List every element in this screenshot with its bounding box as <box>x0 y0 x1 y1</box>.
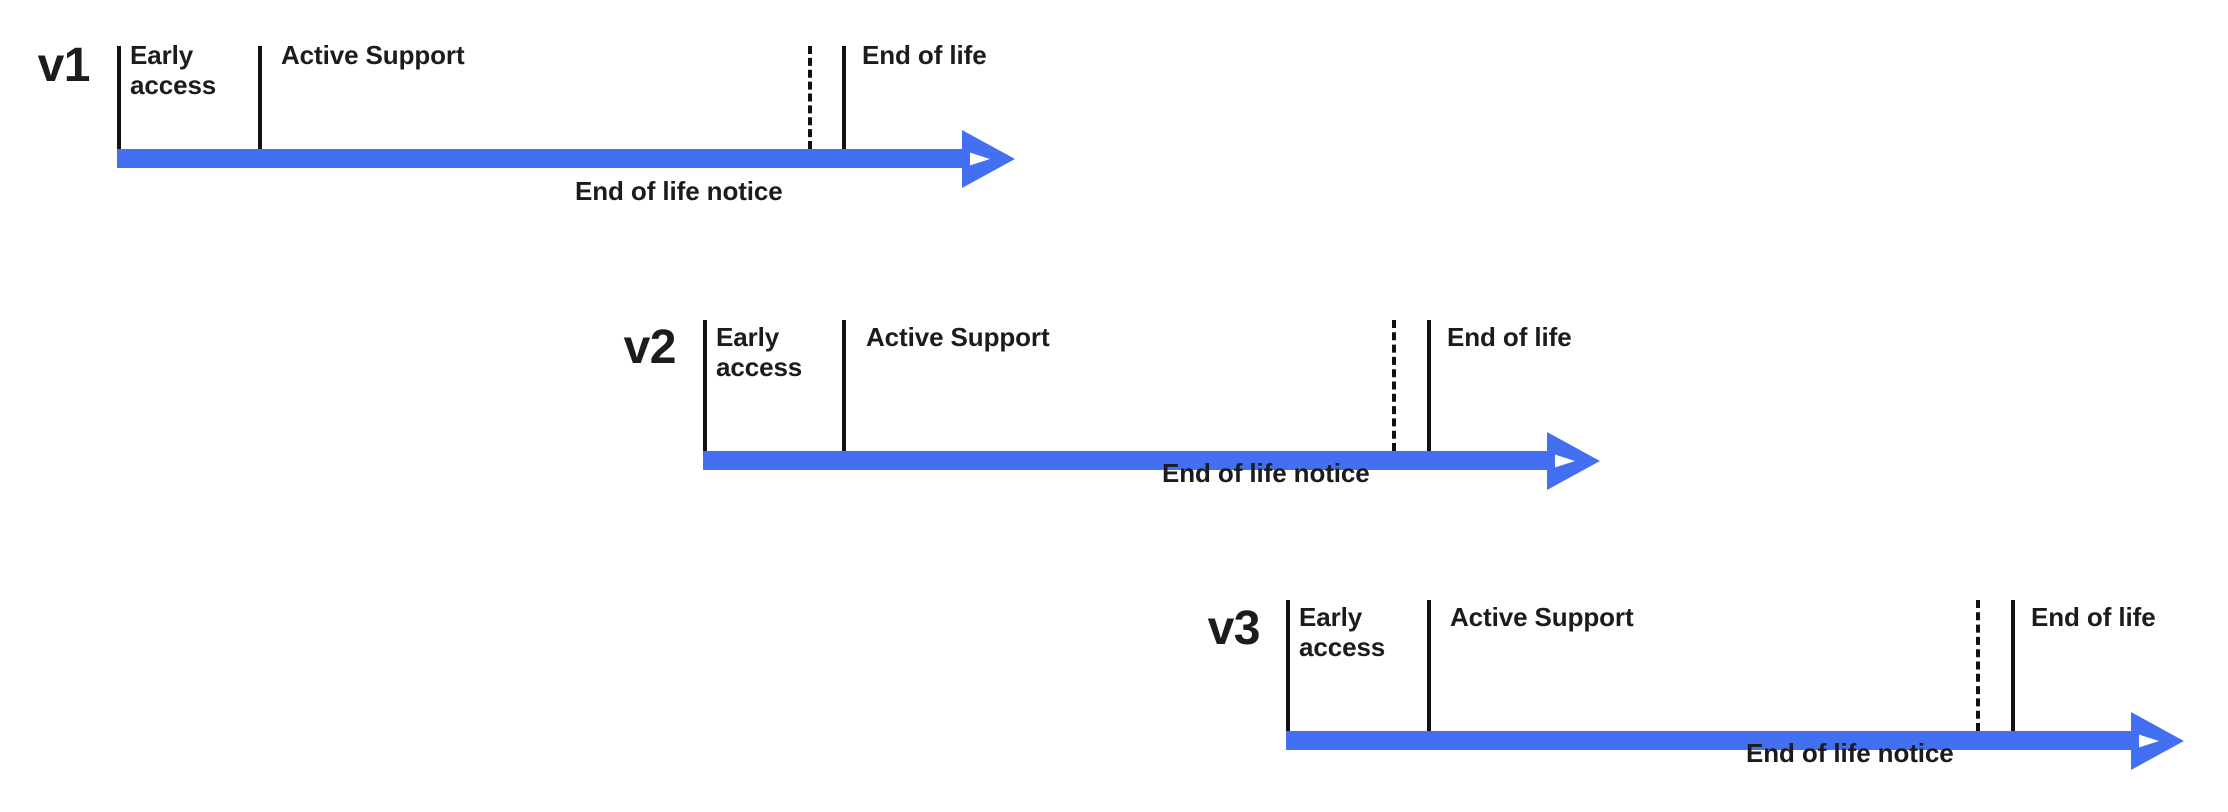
lifecycle-arrowhead-v2 <box>1547 432 1600 490</box>
phase-divider-active-support-v3 <box>1427 600 1431 731</box>
phase-label-active-support-v2: Active Support <box>866 322 1050 352</box>
lifecycle-bar-v3 <box>1286 731 2139 750</box>
phase-divider-active-support-v1 <box>258 46 262 149</box>
phase-label-early-access-v1: Early access <box>130 40 217 101</box>
phase-divider-active-support-v2 <box>842 320 846 451</box>
lifecycle-bar-v1 <box>117 149 970 168</box>
lifecycle-arrowhead-v1 <box>962 130 1015 188</box>
phase-divider-end-of-life-v1 <box>842 46 846 149</box>
phase-divider-start-v3 <box>1286 600 1290 731</box>
phase-divider-end-of-life-v3 <box>2011 600 2015 731</box>
phase-label-end-of-life-v2: End of life <box>1447 322 1572 352</box>
phase-label-end-of-life-v3: End of life <box>2031 602 2156 632</box>
end-of-life-notice-label-v2: End of life notice <box>1162 458 1370 488</box>
phase-label-early-access-v2: Early access <box>716 322 803 383</box>
phase-label-active-support-v1: Active Support <box>281 40 465 70</box>
phase-divider-start-v2 <box>703 320 707 451</box>
end-of-life-notice-marker-v3 <box>1976 600 1980 731</box>
end-of-life-notice-marker-v2 <box>1392 320 1396 451</box>
end-of-life-notice-label-v1: End of life notice <box>575 176 783 206</box>
version-label-v3: v3 <box>1207 602 1261 655</box>
phase-label-end-of-life-v1: End of life <box>862 40 987 70</box>
version-label-v1: v1 <box>37 39 91 92</box>
version-label-v2: v2 <box>623 321 677 374</box>
phase-divider-end-of-life-v2 <box>1427 320 1431 451</box>
phase-label-active-support-v3: Active Support <box>1450 602 1634 632</box>
phase-divider-start-v1 <box>117 46 121 149</box>
phase-label-early-access-v3: Early access <box>1299 602 1386 663</box>
lifecycle-arrowhead-v3 <box>2131 712 2184 770</box>
end-of-life-notice-marker-v1 <box>808 46 812 149</box>
lifecycle-bar-v2 <box>703 451 1555 470</box>
end-of-life-notice-label-v3: End of life notice <box>1746 738 1954 768</box>
